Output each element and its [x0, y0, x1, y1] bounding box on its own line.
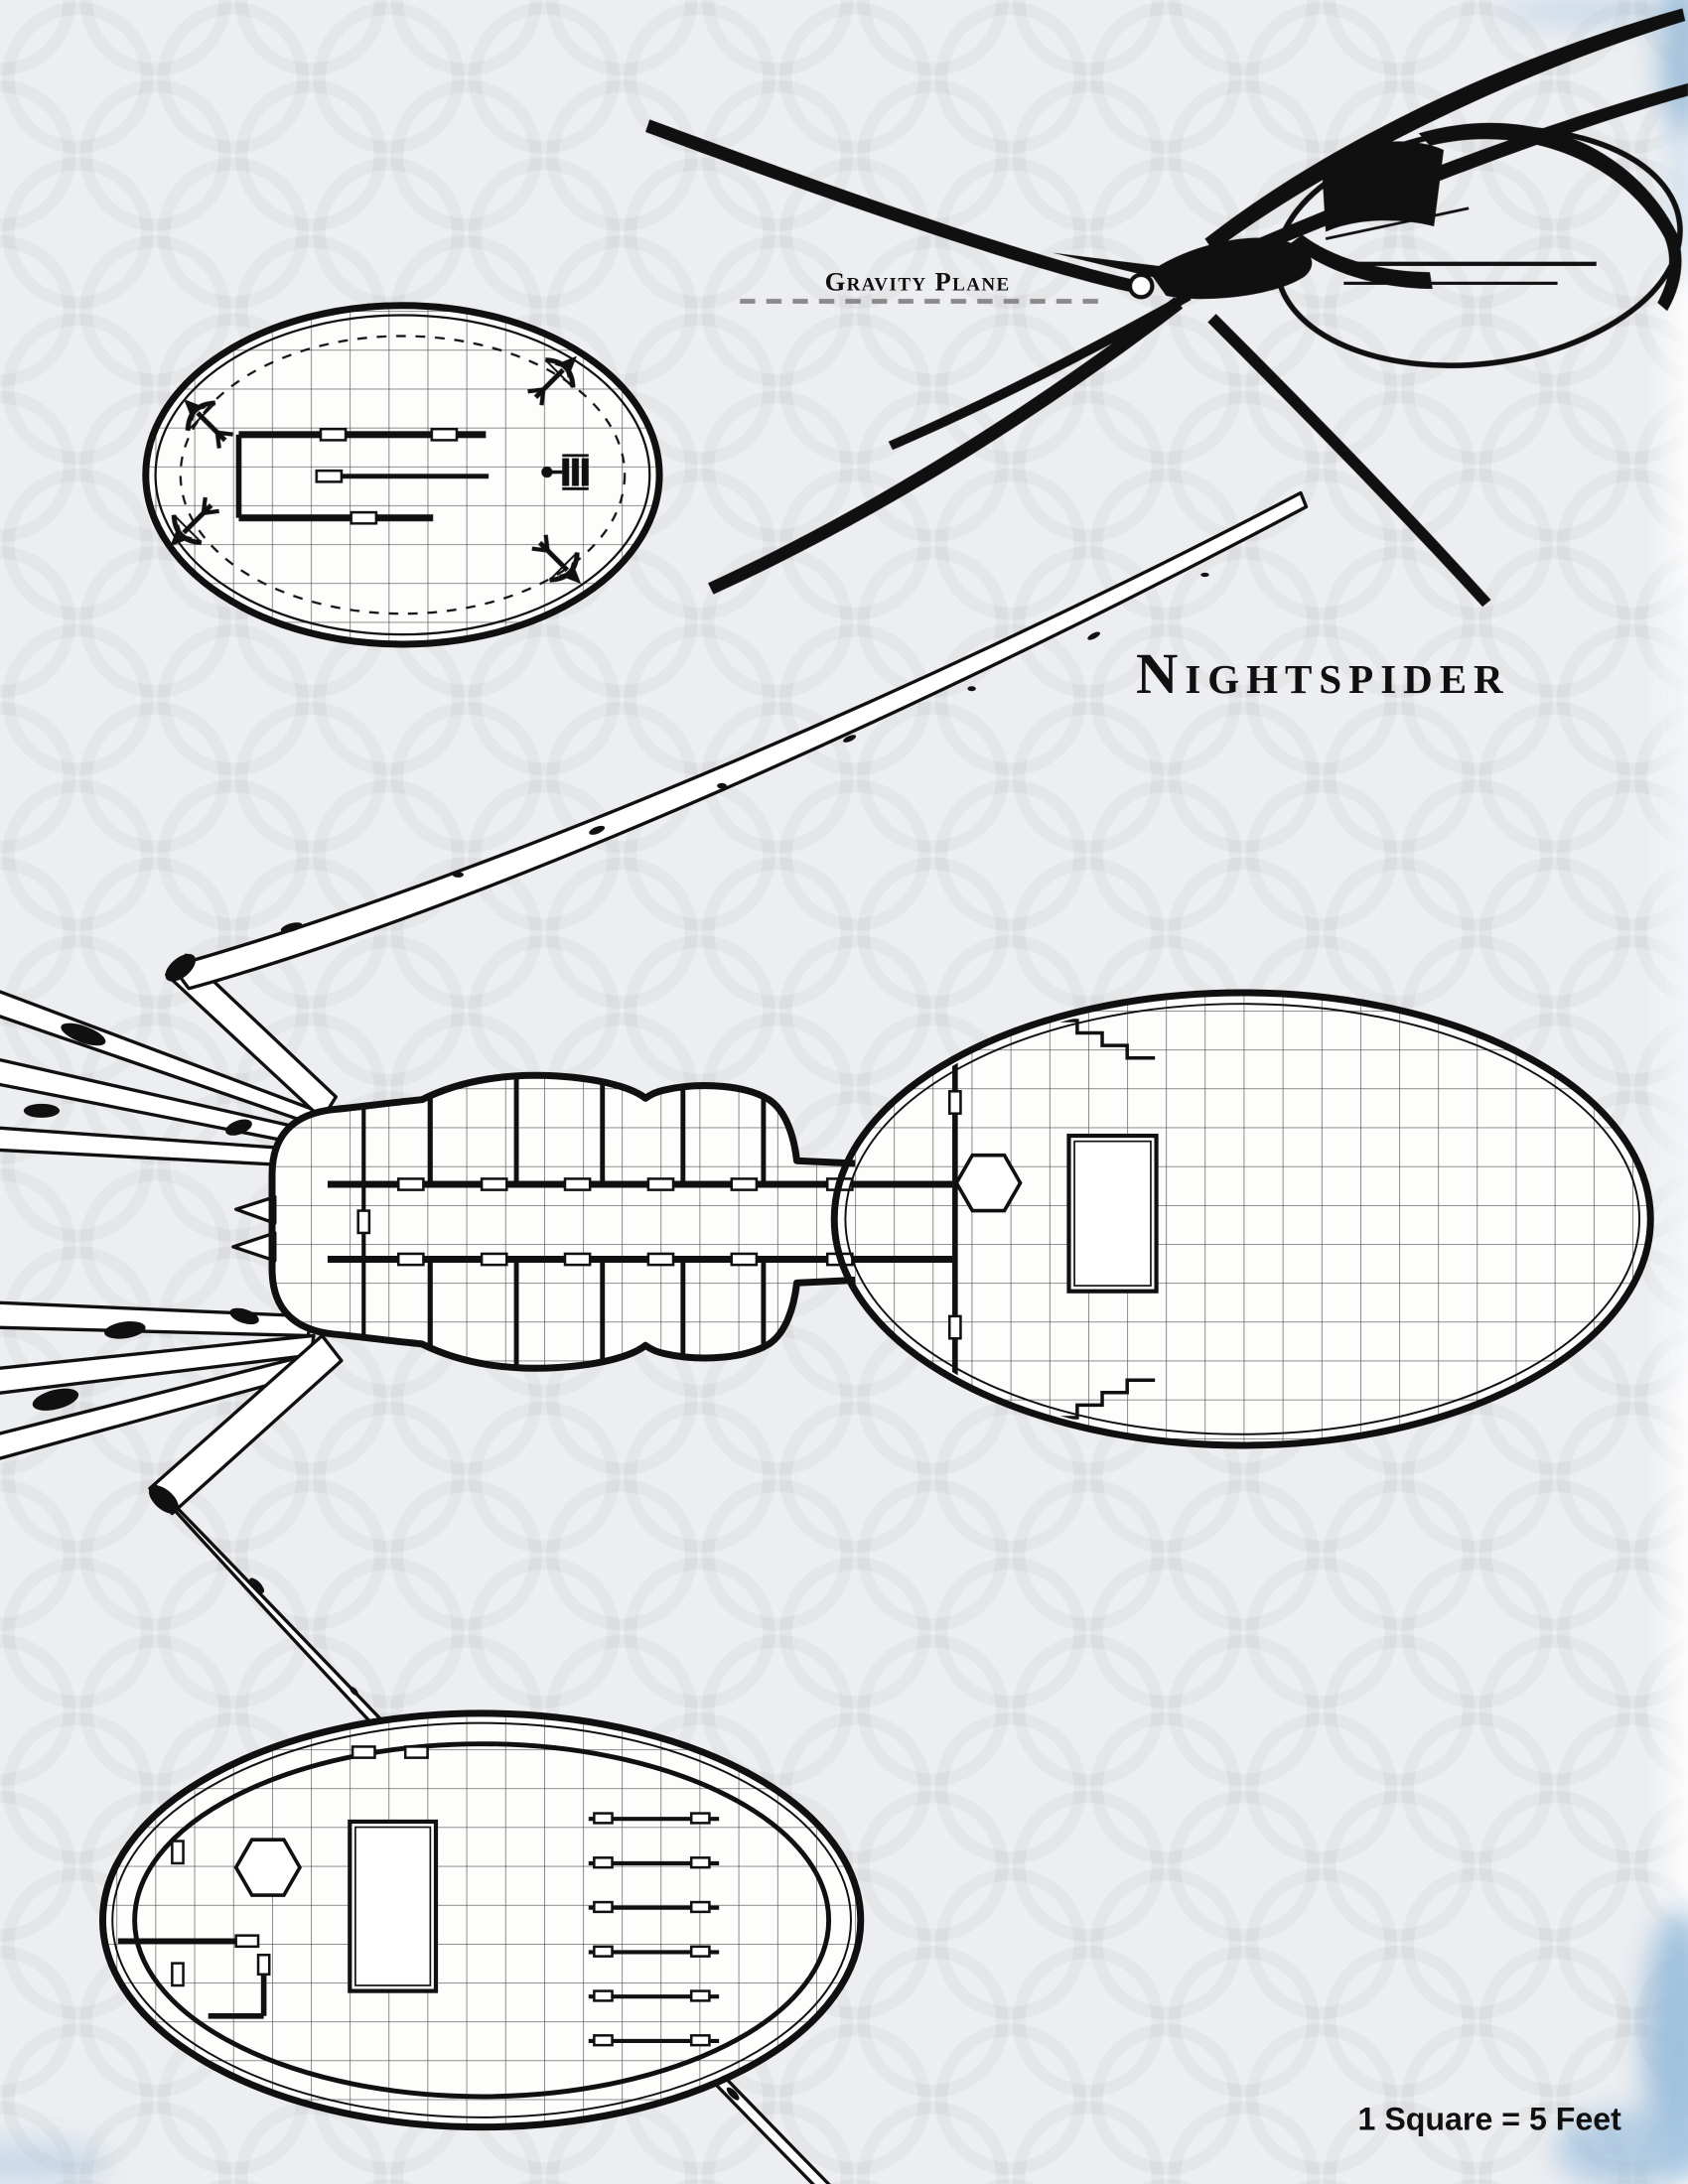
lower-deck-plan [98, 1709, 865, 2131]
ship-name-title: Nightspider [1136, 641, 1510, 706]
scale-note: 1 Square = 5 Feet [1358, 2101, 1622, 2136]
cargo-table [1066, 1133, 1159, 1294]
door-markers [315, 427, 459, 525]
hull-dashed-line [179, 335, 627, 615]
cargo-table [348, 1819, 439, 1993]
top-deck-plan [142, 302, 663, 648]
door-markers [171, 1745, 711, 2047]
leg-markings [23, 572, 1209, 2101]
hex-hatch-icon [233, 1838, 302, 1897]
main-deck-plan [231, 989, 1654, 1449]
spinneret-joint [1127, 272, 1155, 300]
side-view-illustration [645, 8, 1688, 608]
spider-leg-front-upper [170, 490, 1309, 991]
gravity-plane-label: Gravity Plane [825, 266, 1011, 296]
hex-hatch-icon [954, 1153, 1023, 1213]
